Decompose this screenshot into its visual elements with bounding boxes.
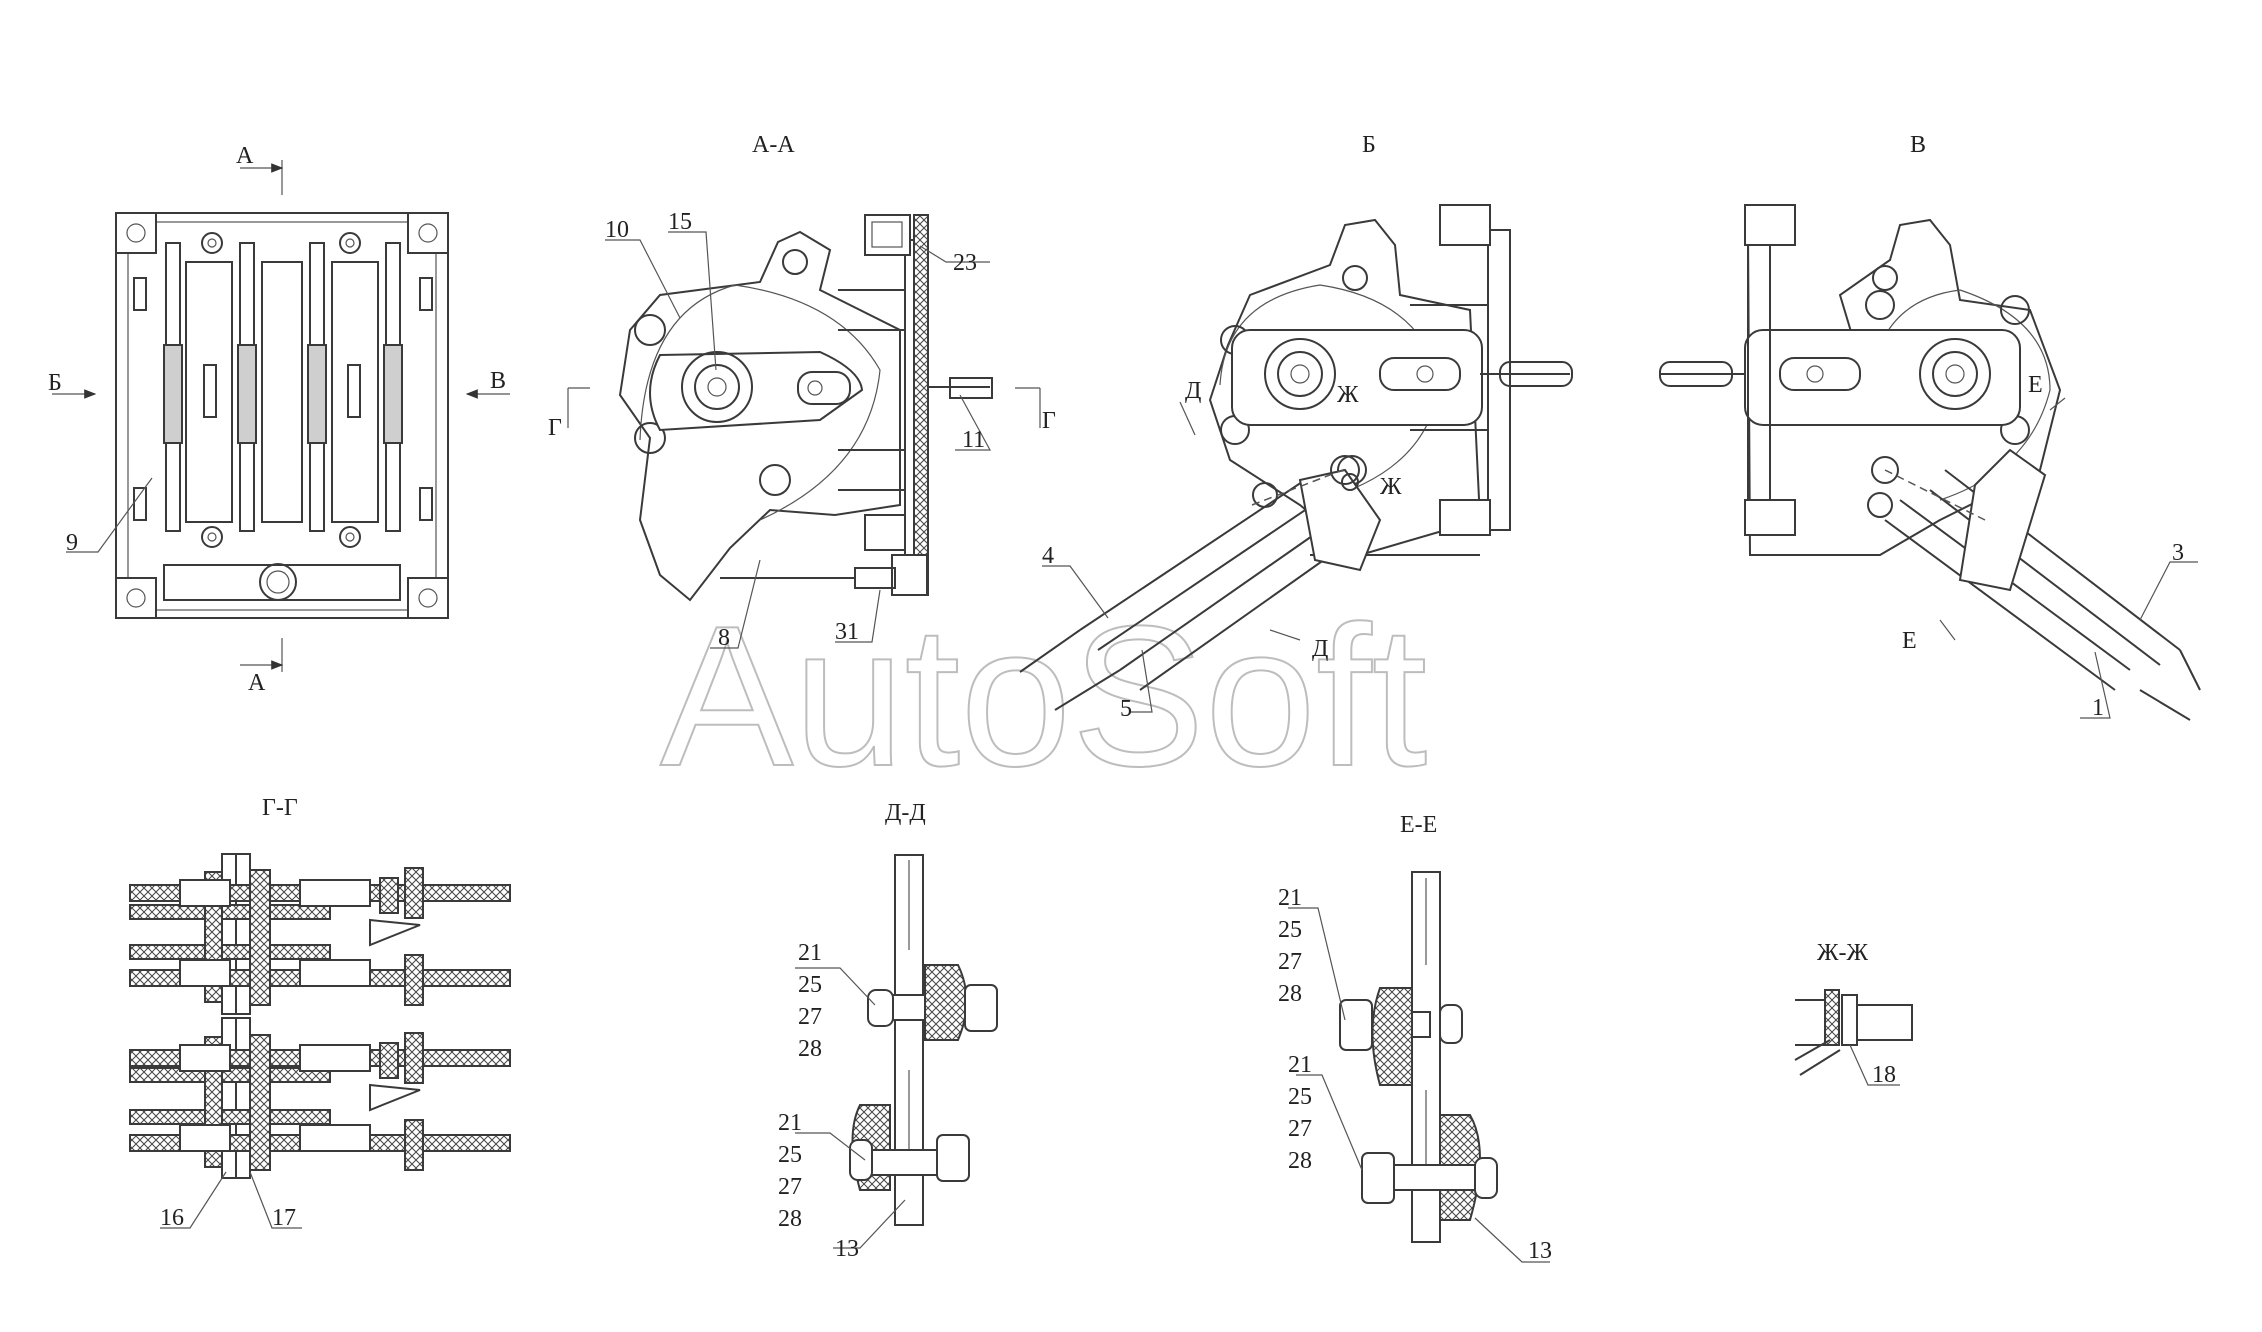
view-title-b: Б	[1362, 132, 1376, 158]
callout-ee-28a: 28	[1278, 981, 1302, 1007]
callout-dd-27b: 27	[778, 1174, 802, 1200]
section-gg-view	[129, 853, 511, 1229]
marker-v-right: В	[490, 368, 506, 394]
callout-dd-21a: 21	[798, 940, 822, 966]
callout-5: 5	[1120, 696, 1132, 722]
marker-e-top: Е	[2028, 372, 2043, 398]
callout-9: 9	[66, 530, 78, 556]
marker-g-left: Г	[548, 415, 562, 441]
view-title-gg: Г-Г	[262, 795, 298, 821]
callout-15: 15	[668, 209, 692, 235]
callout-dd-25a: 25	[798, 972, 822, 998]
marker-zh-2: Ж	[1380, 474, 1402, 500]
callout-ee-21b: 21	[1288, 1052, 1312, 1078]
marker-e-bottom: Е	[1902, 628, 1917, 654]
watermark-text: AutoSoft	[660, 585, 1427, 808]
marker-a-bottom: А	[248, 670, 266, 696]
callout-dd-27a: 27	[798, 1004, 822, 1030]
view-title-dd: Д-Д	[885, 800, 926, 826]
view-v	[1659, 204, 2201, 721]
callout-dd-28b: 28	[778, 1206, 802, 1232]
callout-dd-21b: 21	[778, 1110, 802, 1136]
view-title-aa: А-А	[752, 132, 795, 158]
view-title-zhzh: Ж-Ж	[1817, 940, 1868, 966]
callout-23: 23	[953, 250, 977, 276]
marker-g-right: Г	[1042, 408, 1056, 434]
marker-d-top: Д	[1185, 378, 1201, 404]
marker-d-bottom: Д	[1312, 636, 1328, 662]
callout-dd-28a: 28	[798, 1036, 822, 1062]
callout-ee-27a: 27	[1278, 949, 1302, 975]
callout-ee-27b: 27	[1288, 1116, 1312, 1142]
marker-zh-1: Ж	[1337, 382, 1359, 408]
callout-31: 31	[835, 619, 859, 645]
callout-ee-28b: 28	[1288, 1148, 1312, 1174]
callout-ee-25b: 25	[1288, 1084, 1312, 1110]
callout-10: 10	[605, 217, 629, 243]
callout-ee-13: 13	[1528, 1238, 1552, 1264]
callout-dd-13: 13	[835, 1236, 859, 1262]
marker-b-left: Б	[48, 370, 62, 396]
section-zhzh-view	[1794, 989, 1913, 1086]
callout-18: 18	[1872, 1062, 1896, 1088]
callout-11: 11	[962, 427, 985, 453]
section-dd-view	[795, 854, 998, 1249]
view-b	[1019, 204, 1573, 713]
callout-4: 4	[1042, 543, 1054, 569]
front-view	[52, 160, 510, 672]
callout-8: 8	[718, 625, 730, 651]
callout-dd-25b: 25	[778, 1142, 802, 1168]
view-title-ee: Е-Е	[1400, 812, 1437, 838]
callout-17: 17	[272, 1205, 296, 1231]
section-aa-view	[567, 214, 1041, 649]
callout-ee-21a: 21	[1278, 885, 1302, 911]
view-title-v: В	[1910, 132, 1926, 158]
callout-16: 16	[160, 1205, 184, 1231]
marker-a-top: А	[236, 143, 254, 169]
callout-3: 3	[2172, 540, 2184, 566]
callout-1: 1	[2092, 695, 2104, 721]
section-ee-view	[1288, 871, 1550, 1263]
callout-ee-25a: 25	[1278, 917, 1302, 943]
